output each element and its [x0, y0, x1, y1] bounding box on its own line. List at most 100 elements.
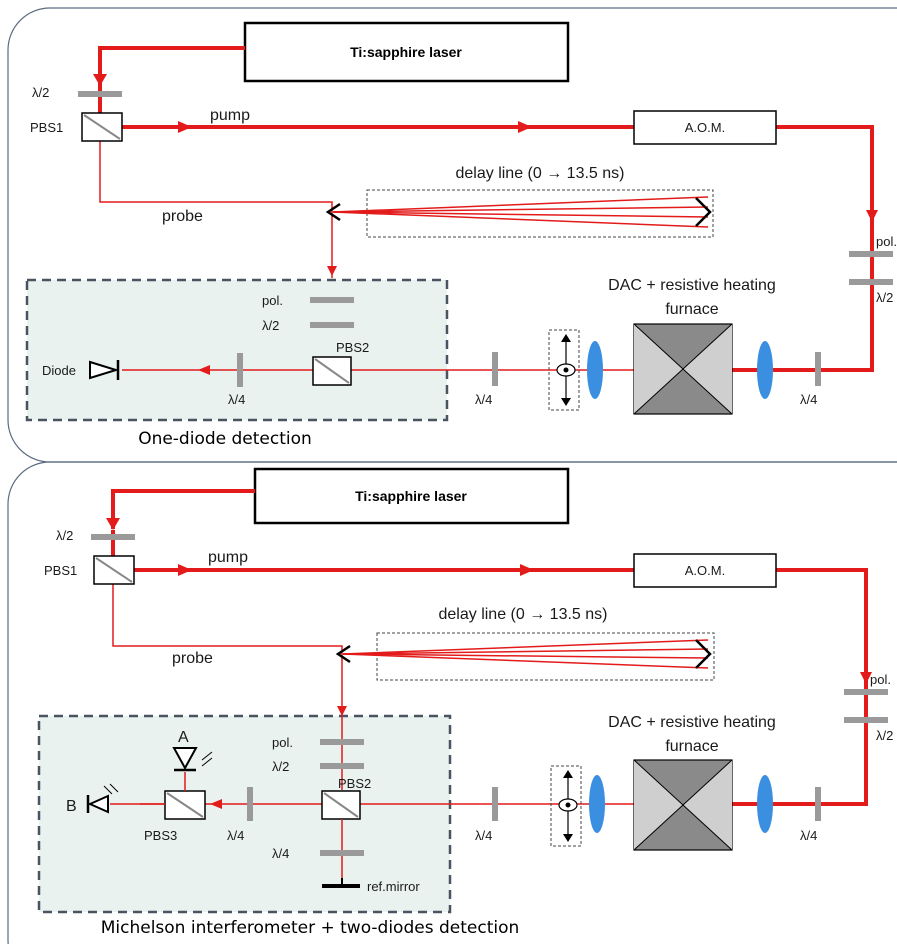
- aom-box: [633, 553, 777, 588]
- pbs2-diagonal: [323, 792, 359, 818]
- right-pol-label: pol.: [870, 672, 891, 687]
- pbs2-diagonal: [314, 358, 350, 384]
- pump-label: pump: [210, 107, 250, 124]
- dac-furnace: [633, 323, 733, 415]
- delay-mirror-left: [325, 202, 341, 222]
- pump-arrow-down: [866, 210, 878, 222]
- quarter-wave-mid-label: λ/4: [475, 828, 492, 843]
- laser-label: Ti:sapphire laser: [350, 44, 462, 60]
- caption: Michelson interferometer + two-diodes de…: [101, 918, 520, 938]
- bottom-panel: Ti:sapphire laser delay line (0 → 13.5 n…: [7, 461, 897, 944]
- quarter-wave-ref-label: λ/4: [272, 846, 289, 861]
- aom-label: A.O.M.: [685, 563, 725, 578]
- probe-arrow: [337, 706, 347, 716]
- delay-mirror-right: [695, 639, 712, 669]
- delay-line-box: [376, 632, 715, 681]
- pump-arrow: [178, 564, 192, 576]
- pbs3-diagonal: [166, 792, 204, 818]
- polarizer: [310, 297, 354, 303]
- half-wave-label-2: λ/2: [262, 318, 279, 333]
- ref-mirror-icon: [322, 878, 360, 888]
- translation-stage: [550, 765, 582, 847]
- pump-label: pump: [208, 549, 248, 566]
- laser-box: [243, 21, 570, 83]
- pump-arrow: [178, 121, 192, 133]
- pump-arrow-2: [518, 121, 532, 133]
- quarter-wave-pbs3-label: λ/4: [227, 828, 244, 843]
- pbs1-label: PBS1: [44, 563, 77, 578]
- right-half-wave-label: λ/2: [876, 290, 893, 305]
- half-wave-plate-1: [78, 91, 122, 97]
- probe-label: probe: [172, 650, 213, 667]
- half-wave-plate-2: [320, 763, 364, 769]
- diode-icon: [89, 360, 120, 380]
- pol-label: pol.: [262, 293, 283, 308]
- pbs2-label: PBS2: [336, 340, 369, 355]
- lens-right: [757, 341, 773, 399]
- pbs3-label: PBS3: [144, 828, 177, 843]
- diode-a-label: A: [178, 729, 189, 746]
- quarter-wave-pbs3: [247, 787, 253, 821]
- probe-beam: [99, 141, 333, 212]
- delay-line-label: delay line (0 → 13.5 ns): [456, 165, 625, 182]
- right-polarizer: [849, 251, 893, 257]
- return-arrow: [198, 365, 210, 375]
- quarter-wave-right: [815, 352, 821, 386]
- probe-label: probe: [162, 208, 203, 225]
- dac-label-line2: furnace: [665, 301, 718, 318]
- diode-b-icon: [86, 783, 119, 814]
- lens-left: [589, 775, 605, 833]
- pump-beam-right: [684, 125, 874, 372]
- right-half-wave-plate: [849, 279, 893, 285]
- aom-box: [633, 110, 777, 145]
- dac-label-line1: DAC + resistive heating: [608, 277, 776, 294]
- right-pol-label: pol.: [876, 234, 897, 249]
- return-arrow: [210, 799, 222, 809]
- right-half-wave-plate: [844, 717, 888, 723]
- delay-line-label: delay line (0 → 13.5 ns): [439, 606, 608, 623]
- quarter-wave-diode: [237, 353, 243, 387]
- pol-label: pol.: [272, 735, 293, 750]
- pbs1-diagonal: [95, 557, 133, 583]
- beam-arrow: [106, 518, 120, 530]
- dac-label-line1: DAC + resistive heating: [608, 714, 776, 731]
- quarter-wave-mid: [492, 787, 498, 821]
- pbs1-diagonal: [83, 114, 121, 140]
- detection-box: [25, 278, 449, 422]
- right-half-wave-label: λ/2: [876, 728, 893, 743]
- caption: One-diode detection: [138, 429, 312, 449]
- delay-line-beams: [342, 639, 709, 669]
- polarizer: [320, 739, 364, 745]
- pbs1-label: PBS1: [30, 120, 63, 135]
- ref-mirror-label: ref.mirror: [367, 879, 420, 894]
- probe-arrow: [327, 266, 337, 276]
- delay-mirror-right: [695, 197, 712, 227]
- delay-line-beams: [332, 196, 709, 228]
- detection-box: [37, 714, 452, 914]
- quarter-wave-right: [815, 787, 821, 821]
- pbs2-label: PBS2: [338, 776, 371, 791]
- laser-label: Ti:sapphire laser: [355, 488, 467, 504]
- laser-box: [253, 467, 570, 525]
- top-panel: Ti:sapphire laser delay line (0 → 13.5 n…: [7, 7, 897, 463]
- quarter-wave-mid: [492, 352, 498, 386]
- diode-label: Diode: [42, 363, 76, 378]
- aom-label: A.O.M.: [685, 120, 725, 135]
- dac-furnace: [633, 759, 733, 851]
- quarter-wave-mid-label: λ/4: [475, 392, 492, 407]
- panel-frame: [7, 461, 897, 944]
- lens-left: [587, 341, 603, 399]
- half-wave-plate-2: [310, 322, 354, 328]
- pump-arrow-2: [520, 564, 534, 576]
- delay-mirror-left: [335, 644, 351, 664]
- laser-output-beam: [98, 46, 245, 86]
- half-wave-label-1: λ/2: [32, 85, 49, 100]
- half-wave-label-2: λ/2: [272, 759, 289, 774]
- beam-arrow: [93, 74, 107, 86]
- quarter-wave-right-label: λ/4: [800, 392, 817, 407]
- diode-b-label: B: [66, 798, 77, 815]
- quarter-wave-ref: [320, 850, 364, 856]
- half-wave-plate-1: [91, 534, 135, 540]
- pump-arrow-down: [860, 672, 872, 684]
